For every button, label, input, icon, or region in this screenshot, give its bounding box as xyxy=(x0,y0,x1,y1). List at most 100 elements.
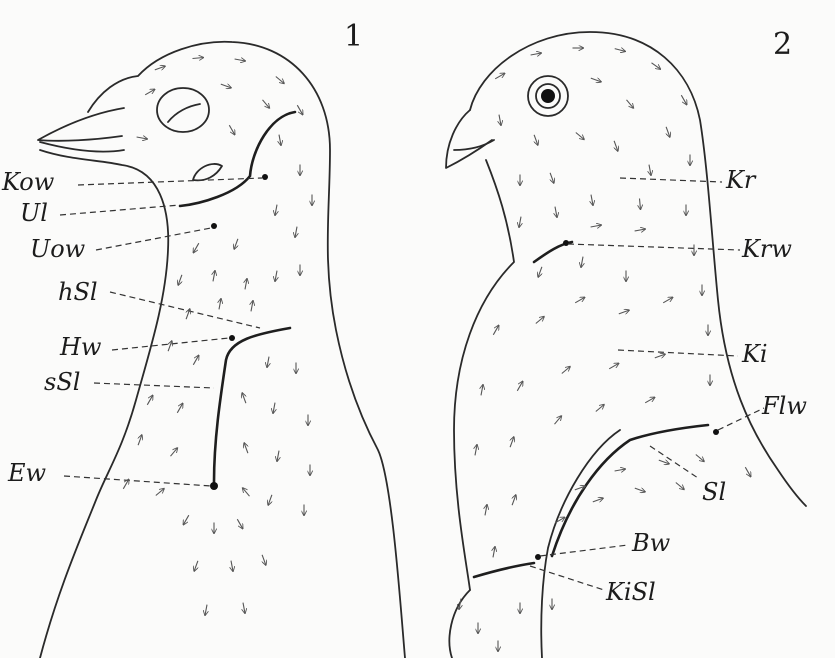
feather-arrow xyxy=(138,435,142,445)
feather-arrow xyxy=(495,73,505,79)
feather-arrow xyxy=(213,271,215,282)
feather-arrow xyxy=(229,125,235,135)
feather-arrow xyxy=(512,495,516,505)
feather-arrow xyxy=(519,217,521,228)
fig1-point-ew xyxy=(210,482,218,490)
fig1-point-kow xyxy=(262,174,268,180)
fig1-beak xyxy=(38,108,124,141)
feather-arrow xyxy=(481,385,483,396)
feather-arrow xyxy=(205,605,207,616)
feather-arrow xyxy=(183,515,189,525)
fig1-feather-arrows xyxy=(123,58,312,616)
fig1-label-hw: Hw xyxy=(59,333,102,361)
feather-arrow xyxy=(640,199,641,210)
feather-arrow xyxy=(555,416,562,424)
feather-arrow xyxy=(745,467,751,477)
feather-arrow xyxy=(235,59,246,61)
fig1-point-hw xyxy=(229,335,235,341)
feather-arrow xyxy=(696,455,704,462)
fig1-label-ssl: sSl xyxy=(44,368,80,396)
fig2-label-krw: Krw xyxy=(741,235,792,263)
feather-arrow xyxy=(193,58,204,59)
feather-arrow xyxy=(655,354,665,358)
fig2-label-sl: Sl xyxy=(702,478,726,506)
feather-arrow xyxy=(676,483,684,490)
fig2-lower-tract-line xyxy=(474,563,534,577)
feather-arrow xyxy=(171,448,178,456)
fig2-feather-arrows xyxy=(459,48,751,652)
feather-arrow xyxy=(550,173,554,183)
feather-arrow xyxy=(147,395,153,405)
feather-arrow xyxy=(615,469,626,471)
feather-arrow xyxy=(555,207,557,218)
fig2-label-flw: Flw xyxy=(761,392,807,420)
fig2-leader-kisl xyxy=(530,566,604,590)
feather-arrow xyxy=(663,297,673,303)
feather-arrow xyxy=(234,239,238,249)
feather-arrow xyxy=(593,498,603,502)
feather-arrow xyxy=(652,63,661,69)
feather-arrow xyxy=(145,89,155,95)
feather-arrow xyxy=(237,519,243,529)
feather-arrow xyxy=(231,561,233,572)
fig1-throat-outline xyxy=(40,150,168,658)
fig1-leader-ew xyxy=(64,476,211,486)
feather-arrow xyxy=(155,66,165,70)
feather-arrow xyxy=(534,135,538,145)
feather-arrow xyxy=(277,451,279,462)
fig1-leader-ul xyxy=(60,205,180,215)
feather-arrow xyxy=(137,137,148,139)
fig1-point-uow xyxy=(211,223,217,229)
fig1-upper-tract-line xyxy=(180,112,295,206)
fig2-pupil xyxy=(541,89,555,103)
fig1-label-ew: Ew xyxy=(7,459,47,487)
fig1-leader-kow xyxy=(78,178,262,185)
fig2-leader-ki xyxy=(618,350,738,356)
feather-arrow xyxy=(279,135,281,146)
feather-arrow xyxy=(635,488,645,492)
fig2-shoulder-line xyxy=(552,425,708,556)
feather-arrow xyxy=(262,555,266,565)
feather-arrow xyxy=(156,489,164,496)
feather-arrow xyxy=(493,547,495,558)
feather-arrow xyxy=(263,100,270,108)
fig1-label-uow: Uow xyxy=(30,235,86,263)
feather-arrow xyxy=(244,443,248,453)
feather-arrow xyxy=(275,271,277,282)
fig2-label-kisl: KiSl xyxy=(605,578,656,606)
feather-arrow xyxy=(251,301,253,312)
feather-arrow xyxy=(267,357,269,368)
feather-arrow xyxy=(609,363,619,369)
feather-arrow xyxy=(499,115,501,126)
feather-arrow xyxy=(178,275,182,285)
feather-arrow xyxy=(295,227,297,238)
feather-arrow xyxy=(193,355,199,365)
feather-arrow xyxy=(614,141,618,151)
fig2-wing-outline xyxy=(541,430,620,658)
feather-arrow xyxy=(276,77,284,84)
feather-arrow xyxy=(242,393,246,403)
fig1-eyelid xyxy=(168,104,200,122)
feather-arrow xyxy=(531,53,542,55)
fig1-spinal-tract-line xyxy=(214,328,290,482)
feather-arrow xyxy=(243,603,245,614)
feather-arrow xyxy=(635,229,646,231)
feather-arrow xyxy=(627,100,634,108)
fig1-head-outline xyxy=(88,42,405,658)
fig1-label-hsl: hSl xyxy=(58,278,98,306)
fig2-leader-sl xyxy=(650,446,698,478)
feather-arrow xyxy=(275,205,277,216)
feather-arrow xyxy=(475,445,477,456)
fig2-point-bw xyxy=(535,554,541,560)
feather-arrow xyxy=(576,133,584,140)
fig1-leader-hsl xyxy=(110,292,260,328)
feather-arrow xyxy=(581,257,583,268)
fig2-head-outline xyxy=(470,32,806,506)
fig1-leader-ssl xyxy=(94,383,214,388)
feather-arrow xyxy=(591,78,601,82)
feather-arrow xyxy=(194,561,198,571)
figure-2: 2 Kr Krw Ki Flw Sl xyxy=(446,27,807,658)
feather-arrow xyxy=(177,403,183,413)
feather-arrow xyxy=(562,367,570,374)
fig1-ear-patch xyxy=(193,164,222,180)
